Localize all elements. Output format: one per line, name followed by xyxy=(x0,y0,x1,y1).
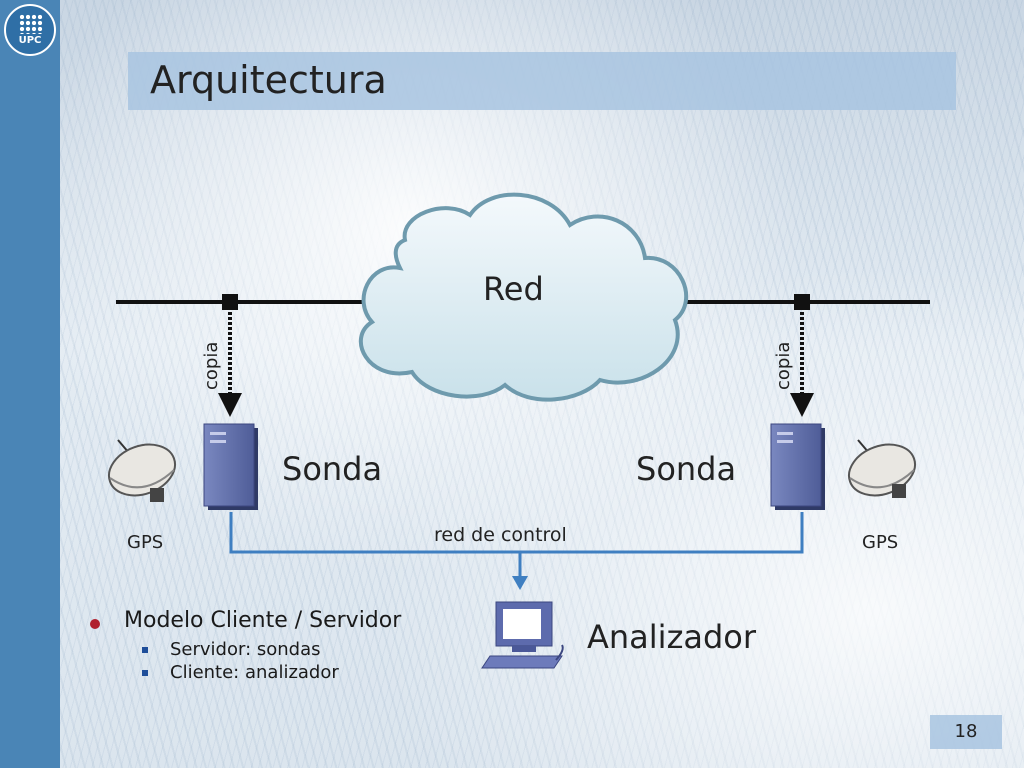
probe-label-right: Sonda xyxy=(636,450,736,488)
control-network-line xyxy=(229,512,804,554)
logo-text: UPC xyxy=(18,35,42,46)
page-title: Arquitectura xyxy=(150,58,387,102)
left-sidebar-bar xyxy=(0,0,60,768)
sub-bullet-text: Cliente: analizador xyxy=(170,662,339,683)
sub-bullet-square-icon xyxy=(142,647,148,653)
control-arrow-head xyxy=(512,576,528,590)
network-cloud-icon xyxy=(359,192,689,402)
computer-icon xyxy=(481,601,564,669)
server-icon-left xyxy=(203,423,258,510)
bullet-item-main: Modelo Cliente / Servidor xyxy=(84,608,401,633)
gps-label-left: GPS xyxy=(127,532,163,553)
page-number: 18 xyxy=(930,715,1002,749)
control-network-label: red de control xyxy=(434,524,567,546)
bullet-dot-icon xyxy=(90,619,100,629)
tap-node-left xyxy=(222,294,238,310)
logo-dots-icon xyxy=(19,14,43,34)
bullet-list: Modelo Cliente / Servidor Servidor: sond… xyxy=(84,608,401,683)
server-icon-right xyxy=(770,423,825,510)
sub-bullet-text: Servidor: sondas xyxy=(170,639,321,660)
gps-label-right: GPS xyxy=(862,532,898,553)
sub-bullet-square-icon xyxy=(142,670,148,676)
tap-node-right xyxy=(794,294,810,310)
upc-logo: UPC xyxy=(4,4,56,56)
gps-dish-icon-right xyxy=(848,439,916,498)
copy-label-left: copia xyxy=(201,342,222,390)
sub-bullet-item: Cliente: analizador xyxy=(84,662,401,683)
gps-dish-icon-left xyxy=(108,439,176,502)
title-bar xyxy=(128,52,956,110)
bullet-main-text: Modelo Cliente / Servidor xyxy=(124,608,402,633)
analyzer-label: Analizador xyxy=(587,618,757,656)
copy-label-right: copia xyxy=(773,342,794,390)
probe-label-left: Sonda xyxy=(282,450,382,488)
cloud-label: Red xyxy=(483,270,544,308)
sub-bullet-item: Servidor: sondas xyxy=(84,639,401,660)
